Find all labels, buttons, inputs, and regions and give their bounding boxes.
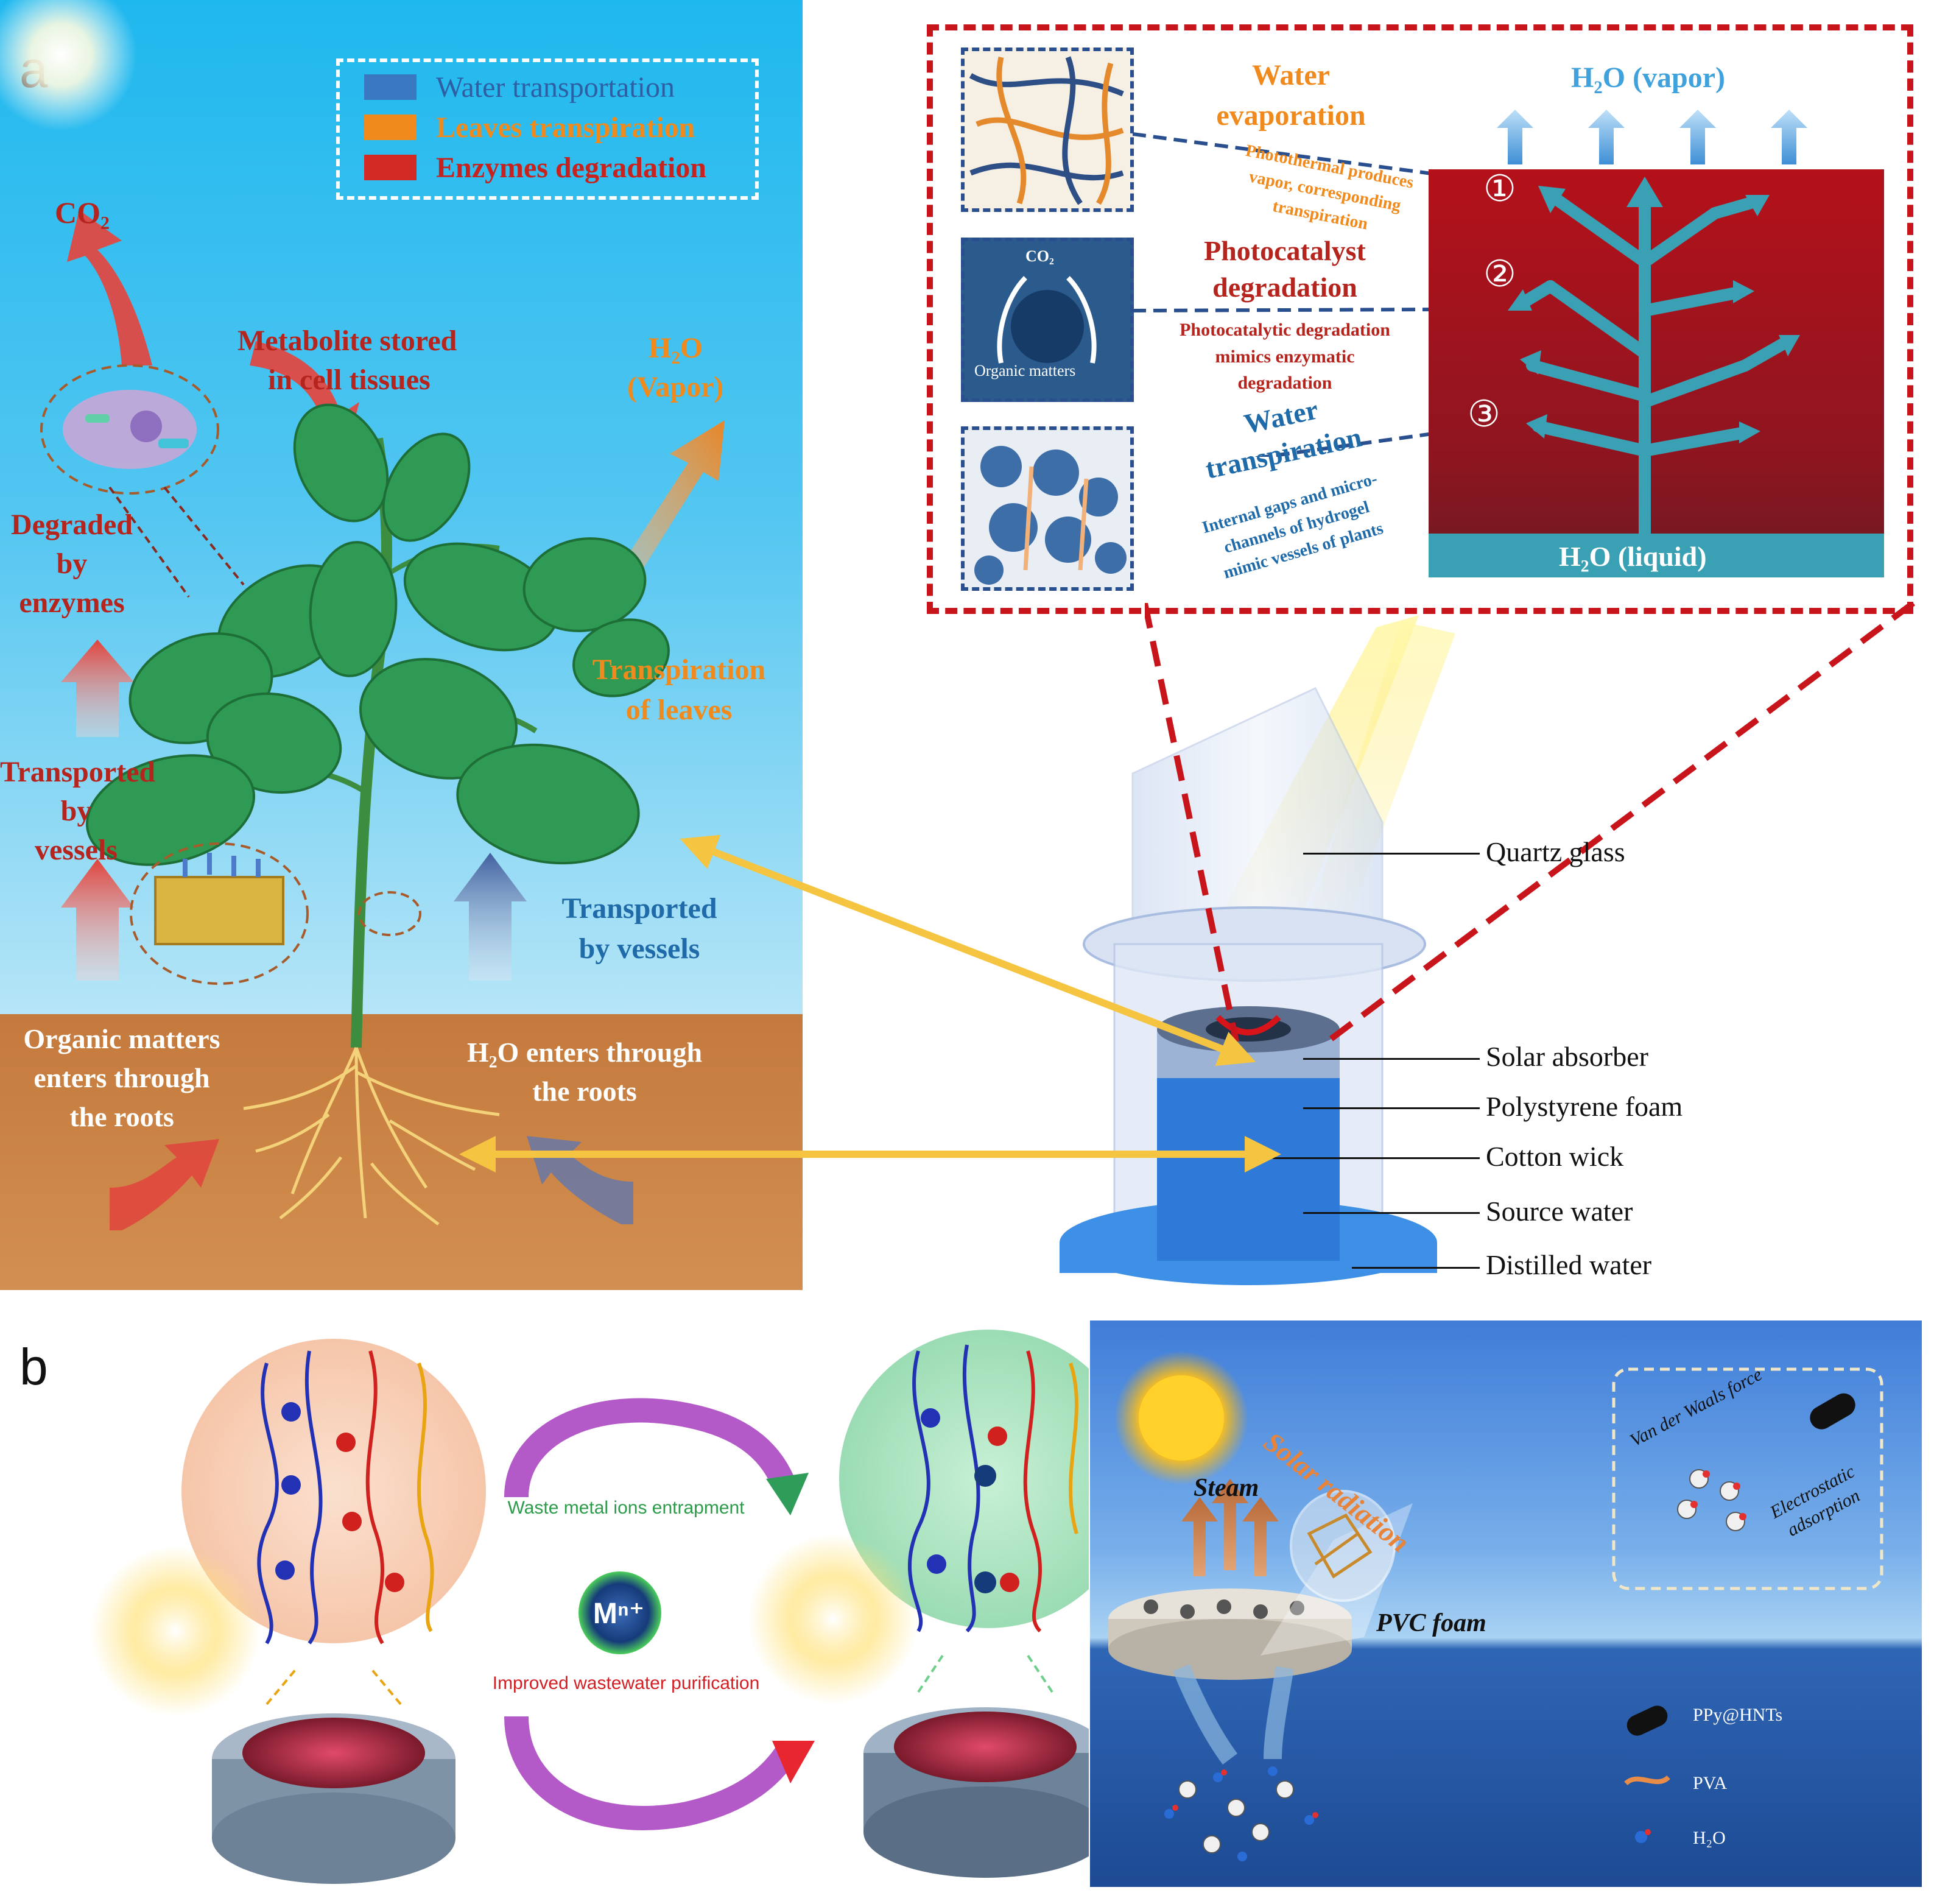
liquid-label: H₂O (liquid)	[1559, 541, 1707, 572]
legend-h2o: H₂O	[1693, 1828, 1726, 1848]
marker-1: ①	[1483, 167, 1516, 210]
pvc-foam-label: PVC foam	[1376, 1609, 1486, 1637]
legend-pva: PVA	[1693, 1773, 1728, 1793]
legend-label-enzymes: Enzymes degradation	[436, 152, 706, 184]
legend-label-water: Water transportation	[436, 71, 675, 104]
marker-3: ③	[1468, 393, 1500, 435]
plant-illustration	[40, 364, 670, 1225]
co2-arrow	[67, 210, 152, 365]
legend-ppy: PPy@HNTs	[1693, 1705, 1783, 1725]
leader-foam	[1303, 1107, 1480, 1109]
inset-fibers	[961, 48, 1134, 212]
sun-icon	[0, 0, 137, 131]
water-evap-label-2: evaporation	[1216, 99, 1366, 132]
h2o-vapor-label-2: (Vapor)	[627, 371, 724, 403]
h2o-roots-2: the roots	[532, 1076, 637, 1107]
red-up-arrow-1	[61, 640, 134, 737]
photo-desc-line2: mimics enzymatic	[1215, 346, 1355, 367]
panel-c: Solar radiation Steam PVC foam Van der W…	[1090, 1320, 1922, 1887]
organic-root-arrow	[110, 1139, 219, 1230]
panel-b: Waste metal ions entrapment Improved was…	[66, 1327, 1138, 1893]
h2o-roots-1: H₂O enters through	[466, 1037, 703, 1068]
liquid-layer	[1429, 534, 1884, 577]
panel-b-illustration	[90, 1330, 1138, 1884]
photocatalyst-label-2: degradation	[1212, 272, 1357, 303]
vapor-label: H₂O (vapor)	[1571, 62, 1726, 94]
legend-swatch-enzymes	[364, 155, 417, 180]
metal-ion-label: Mⁿ⁺	[593, 1598, 645, 1630]
inset-organic-label: Organic matters	[974, 362, 1076, 379]
leader-absorber	[1303, 1058, 1480, 1060]
label-distilled-water: Distilled water	[1486, 1249, 1652, 1280]
absorber-block	[1429, 169, 1884, 577]
inset-hydrogel	[961, 426, 1134, 591]
label-cotton-wick: Cotton wick	[1486, 1141, 1624, 1172]
transpiration-label-1: Transpiration	[592, 654, 766, 686]
label-source-water: Source water	[1486, 1196, 1633, 1227]
label-quartz-glass: Quartz glass	[1486, 836, 1625, 867]
degraded-label-3: enzymes	[19, 587, 125, 619]
legend-swatch-leaves	[364, 115, 417, 140]
marker-2: ②	[1483, 253, 1516, 295]
metabolite-label-line1: Metabolite stored	[237, 325, 457, 357]
inset-co2-label: CO₂	[1025, 247, 1054, 265]
transported-left-3: vessels	[35, 834, 118, 866]
purification-label: Improved wastewater purification	[492, 1673, 760, 1693]
photocatalyst-label-1: Photocatalyst	[1204, 235, 1366, 266]
degraded-label-2: by	[56, 548, 88, 580]
leader-distilled	[1352, 1267, 1480, 1269]
steam-label: Steam	[1194, 1474, 1259, 1502]
water-evap-label-1: Water	[1252, 59, 1330, 91]
degraded-label-1: Degraded	[11, 509, 133, 541]
panel-c-illustration	[1108, 1351, 1883, 1861]
leader-source	[1303, 1212, 1480, 1214]
leader-quartz	[1303, 853, 1480, 855]
panel-label-b: b	[19, 1338, 48, 1395]
red-up-arrow-2	[61, 859, 134, 981]
transported-left-1: Transported	[0, 756, 156, 788]
legend-swatch-water	[364, 74, 417, 100]
organic-roots-2: enters through	[33, 1062, 210, 1093]
inset-photocatalyst: CO₂ Organic matters	[961, 238, 1134, 402]
legend-label-leaves: Leaves transpiration	[436, 111, 695, 144]
transported-right-2: by vessels	[578, 933, 700, 965]
transported-left-2: by	[60, 795, 92, 827]
legend: Water transportation Leaves transpiratio…	[336, 58, 759, 200]
transpiration-label-2: of leaves	[625, 694, 733, 726]
vessel-tree: ① ② ③	[1468, 110, 1807, 536]
organic-roots-1: Organic matters	[23, 1023, 220, 1054]
label-solar-absorber: Solar absorber	[1486, 1041, 1648, 1072]
photo-desc: Photocatalytic degradation mimics enzyma…	[1157, 317, 1413, 397]
blue-up-arrow	[454, 853, 527, 981]
zoom-connectors	[1133, 132, 1547, 457]
organic-roots-3: the roots	[69, 1101, 174, 1132]
metabolite-label-line2: in cell tissues	[268, 364, 431, 396]
co2-label: CO₂	[55, 196, 110, 230]
photo-desc-line3: degradation	[1237, 373, 1332, 393]
photo-desc-line1: Photocatalytic degradation	[1180, 320, 1390, 340]
plant-panel: Water transportation Leaves transpiratio…	[0, 0, 803, 1290]
leader-wick	[1273, 1157, 1480, 1159]
entrapment-label: Waste metal ions entrapment	[507, 1498, 745, 1518]
h2o-vapor-label-1: H₂O	[649, 332, 703, 364]
label-polystyrene-foam: Polystyrene foam	[1486, 1091, 1683, 1122]
